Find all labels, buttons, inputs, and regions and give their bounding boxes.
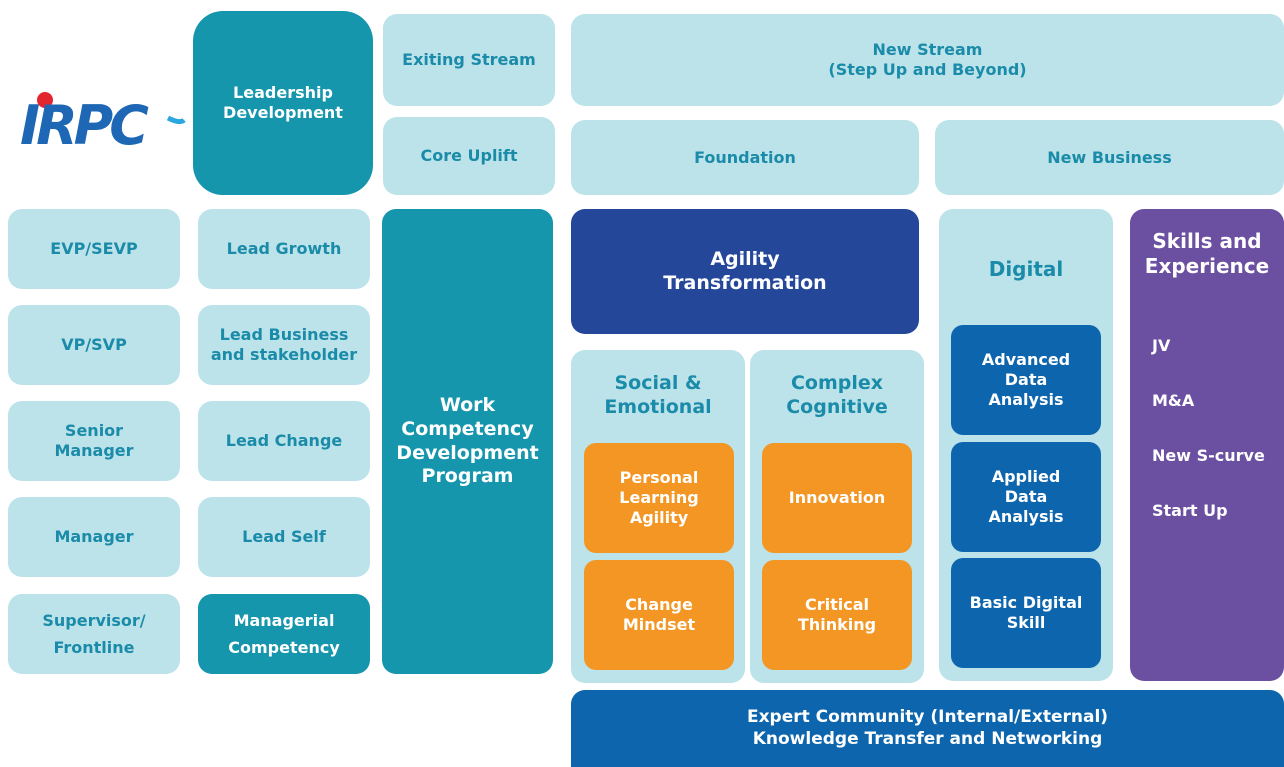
foundation-header: Foundation (571, 120, 919, 195)
lead-self: Lead Self (198, 497, 370, 577)
managerial-competency: Managerial Competency (198, 594, 370, 674)
irpc-logo-mark: IRPC (20, 92, 186, 157)
logo-dot (37, 92, 53, 108)
new-stream-header: New Stream (Step Up and Beyond) (571, 14, 1284, 106)
expert-community-banner: Expert Community (Internal/External) Kno… (571, 690, 1284, 767)
logo-wordmark: IRPC (20, 94, 149, 150)
logo-accent (166, 115, 186, 125)
applied-data-analysis: Applied Data Analysis (951, 442, 1101, 552)
advanced-data-analysis: Advanced Data Analysis (951, 325, 1101, 435)
skill-item-ma: M&A (1152, 391, 1195, 410)
agility-transformation: Agility Transformation (571, 209, 919, 334)
skill-item-new-s-curve: New S-curve (1152, 446, 1265, 465)
lead-business-stakeholder: Lead Business and stakeholder (198, 305, 370, 385)
leadership-development-header: Leadership Development (193, 11, 373, 195)
social-emotional-title: Social & Emotional (604, 372, 712, 418)
skill-item-jv: JV (1152, 336, 1171, 355)
skills-experience-panel: Skills and Experience JV M&A New S-curve… (1130, 209, 1284, 681)
core-uplift-header: Core Uplift (383, 117, 555, 195)
basic-digital-skill: Basic Digital Skill (951, 558, 1101, 668)
complex-cognitive-title: Complex Cognitive (786, 372, 888, 418)
level-vp-svp: VP/SVP (8, 305, 180, 385)
exiting-stream-header: Exiting Stream (383, 14, 555, 106)
new-business-header: New Business (935, 120, 1284, 195)
innovation: Innovation (762, 443, 912, 553)
level-supervisor-frontline: Supervisor/ Frontline (8, 594, 180, 674)
skills-experience-title: Skills and Experience (1144, 229, 1270, 278)
lead-growth: Lead Growth (198, 209, 370, 289)
critical-thinking: Critical Thinking (762, 560, 912, 670)
digital-title: Digital (988, 257, 1064, 281)
level-manager: Manager (8, 497, 180, 577)
level-evp-sevp: EVP/SEVP (8, 209, 180, 289)
lead-change: Lead Change (198, 401, 370, 481)
change-mindset: Change Mindset (584, 560, 734, 670)
work-competency-program: Work Competency Development Program (382, 209, 553, 674)
skills-experience-list: JV M&A New S-curve Start Up (1152, 336, 1265, 556)
irpc-logo: IRPC (18, 88, 186, 157)
skill-item-start-up: Start Up (1152, 501, 1228, 520)
personal-learning-agility: Personal Learning Agility (584, 443, 734, 553)
level-senior-manager: Senior Manager (8, 401, 180, 481)
